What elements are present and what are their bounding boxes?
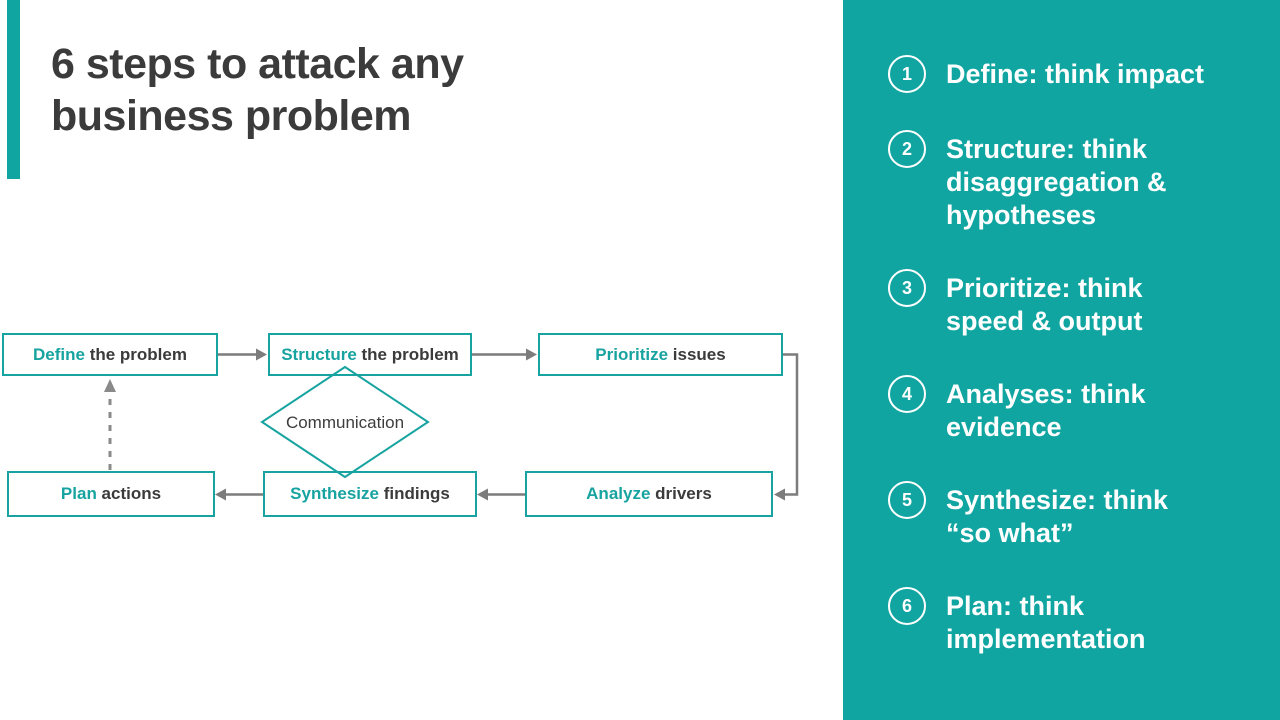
flow-box-prioritize-rest: issues bbox=[668, 344, 726, 364]
step-text: Analyses: think evidence bbox=[946, 379, 1146, 442]
flow-box-analyze: Analyze drivers bbox=[525, 471, 773, 517]
flow-box-define-keyword: Define bbox=[33, 344, 85, 364]
flow-box-analyze-keyword: Analyze bbox=[586, 484, 651, 503]
step-item-5: 5 Synthesize: think “so what” bbox=[888, 481, 1260, 550]
flow-box-structure-keyword: Structure bbox=[281, 344, 357, 364]
step-item-3: 3 Prioritize: think speed & output bbox=[888, 269, 1260, 338]
step-number-badge: 6 bbox=[888, 587, 926, 625]
step-number-badge: 1 bbox=[888, 55, 926, 93]
flow-box-define-rest: the problem bbox=[84, 344, 187, 364]
step-number-badge: 3 bbox=[888, 269, 926, 307]
step-number-badge: 5 bbox=[888, 481, 926, 519]
arrow-analyze-to-synthesize bbox=[477, 488, 525, 501]
arrow-plan-to-define-dashed bbox=[104, 379, 116, 470]
step-text: Structure: think disaggregation & hypoth… bbox=[946, 134, 1167, 230]
flow-box-analyze-rest: drivers bbox=[650, 484, 712, 503]
arrow-define-to-structure bbox=[218, 348, 267, 361]
step-number-badge: 4 bbox=[888, 375, 926, 413]
arrow-prioritize-to-analyze bbox=[774, 353, 799, 501]
title-line-2: business problem bbox=[51, 92, 411, 140]
communication-diamond-label: Communication bbox=[285, 413, 405, 432]
flow-box-synthesize: Synthesize findings bbox=[263, 471, 477, 517]
steps-sidebar: 1 Define: think impact 2 Structure: thin… bbox=[843, 0, 1280, 720]
flow-box-structure: Structure the problem bbox=[268, 333, 472, 376]
step-number-badge: 2 bbox=[888, 130, 926, 168]
flow-box-structure-rest: the problem bbox=[356, 344, 459, 364]
step-text: Synthesize: think “so what” bbox=[946, 485, 1169, 548]
flow-box-synthesize-keyword: Synthesize bbox=[290, 484, 379, 503]
step-item-6: 6 Plan: think implementation bbox=[888, 587, 1260, 656]
title-line-1: 6 steps to attack any bbox=[51, 40, 464, 88]
step-item-4: 4 Analyses: think evidence bbox=[888, 375, 1260, 444]
flow-box-plan: Plan actions bbox=[7, 471, 215, 517]
step-text: Define: think impact bbox=[946, 59, 1205, 89]
flow-box-define: Define the problem bbox=[2, 333, 218, 376]
page-title: 6 steps to attack any business problem bbox=[51, 38, 464, 142]
flow-box-plan-keyword: Plan bbox=[60, 484, 97, 503]
accent-bar bbox=[7, 0, 20, 179]
step-text: Plan: think implementation bbox=[946, 591, 1146, 654]
flow-box-synthesize-rest: findings bbox=[378, 484, 450, 503]
arrow-structure-to-prioritize bbox=[472, 348, 537, 361]
step-item-1: 1 Define: think impact bbox=[888, 55, 1260, 93]
flow-box-prioritize: Prioritize issues bbox=[538, 333, 783, 376]
flow-box-plan-rest: actions bbox=[96, 484, 162, 503]
arrow-synthesize-to-plan bbox=[215, 488, 263, 501]
step-text: Prioritize: think speed & output bbox=[946, 273, 1143, 336]
step-item-2: 2 Structure: think disaggregation & hypo… bbox=[888, 130, 1260, 232]
flow-box-prioritize-keyword: Prioritize bbox=[595, 344, 669, 364]
